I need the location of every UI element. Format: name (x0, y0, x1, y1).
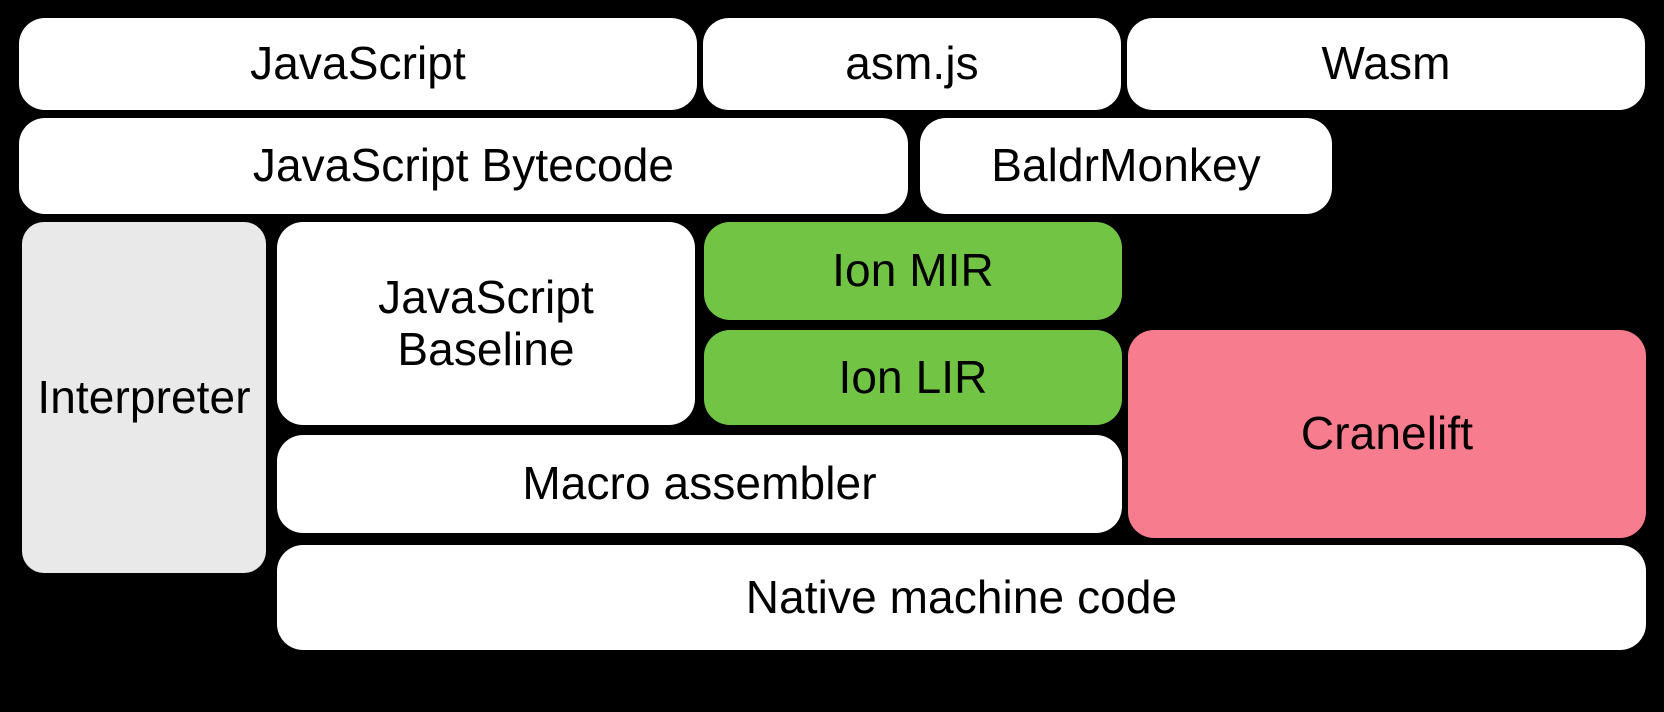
node-wasm: Wasm (1127, 18, 1645, 110)
node-javascript-baseline: JavaScript Baseline (277, 222, 695, 425)
node-native-machine-code: Native machine code (277, 545, 1646, 650)
node-macro-assembler: Macro assembler (277, 435, 1122, 533)
node-javascript: JavaScript (19, 18, 697, 110)
node-interpreter: Interpreter (22, 222, 266, 573)
node-ion-lir: Ion LIR (704, 330, 1122, 425)
node-asm-js: asm.js (703, 18, 1121, 110)
node-cranelift: Cranelift (1128, 330, 1646, 538)
node-javascript-bytecode: JavaScript Bytecode (19, 118, 908, 214)
node-baldrmonkey: BaldrMonkey (920, 118, 1332, 214)
node-ion-mir: Ion MIR (704, 222, 1122, 320)
